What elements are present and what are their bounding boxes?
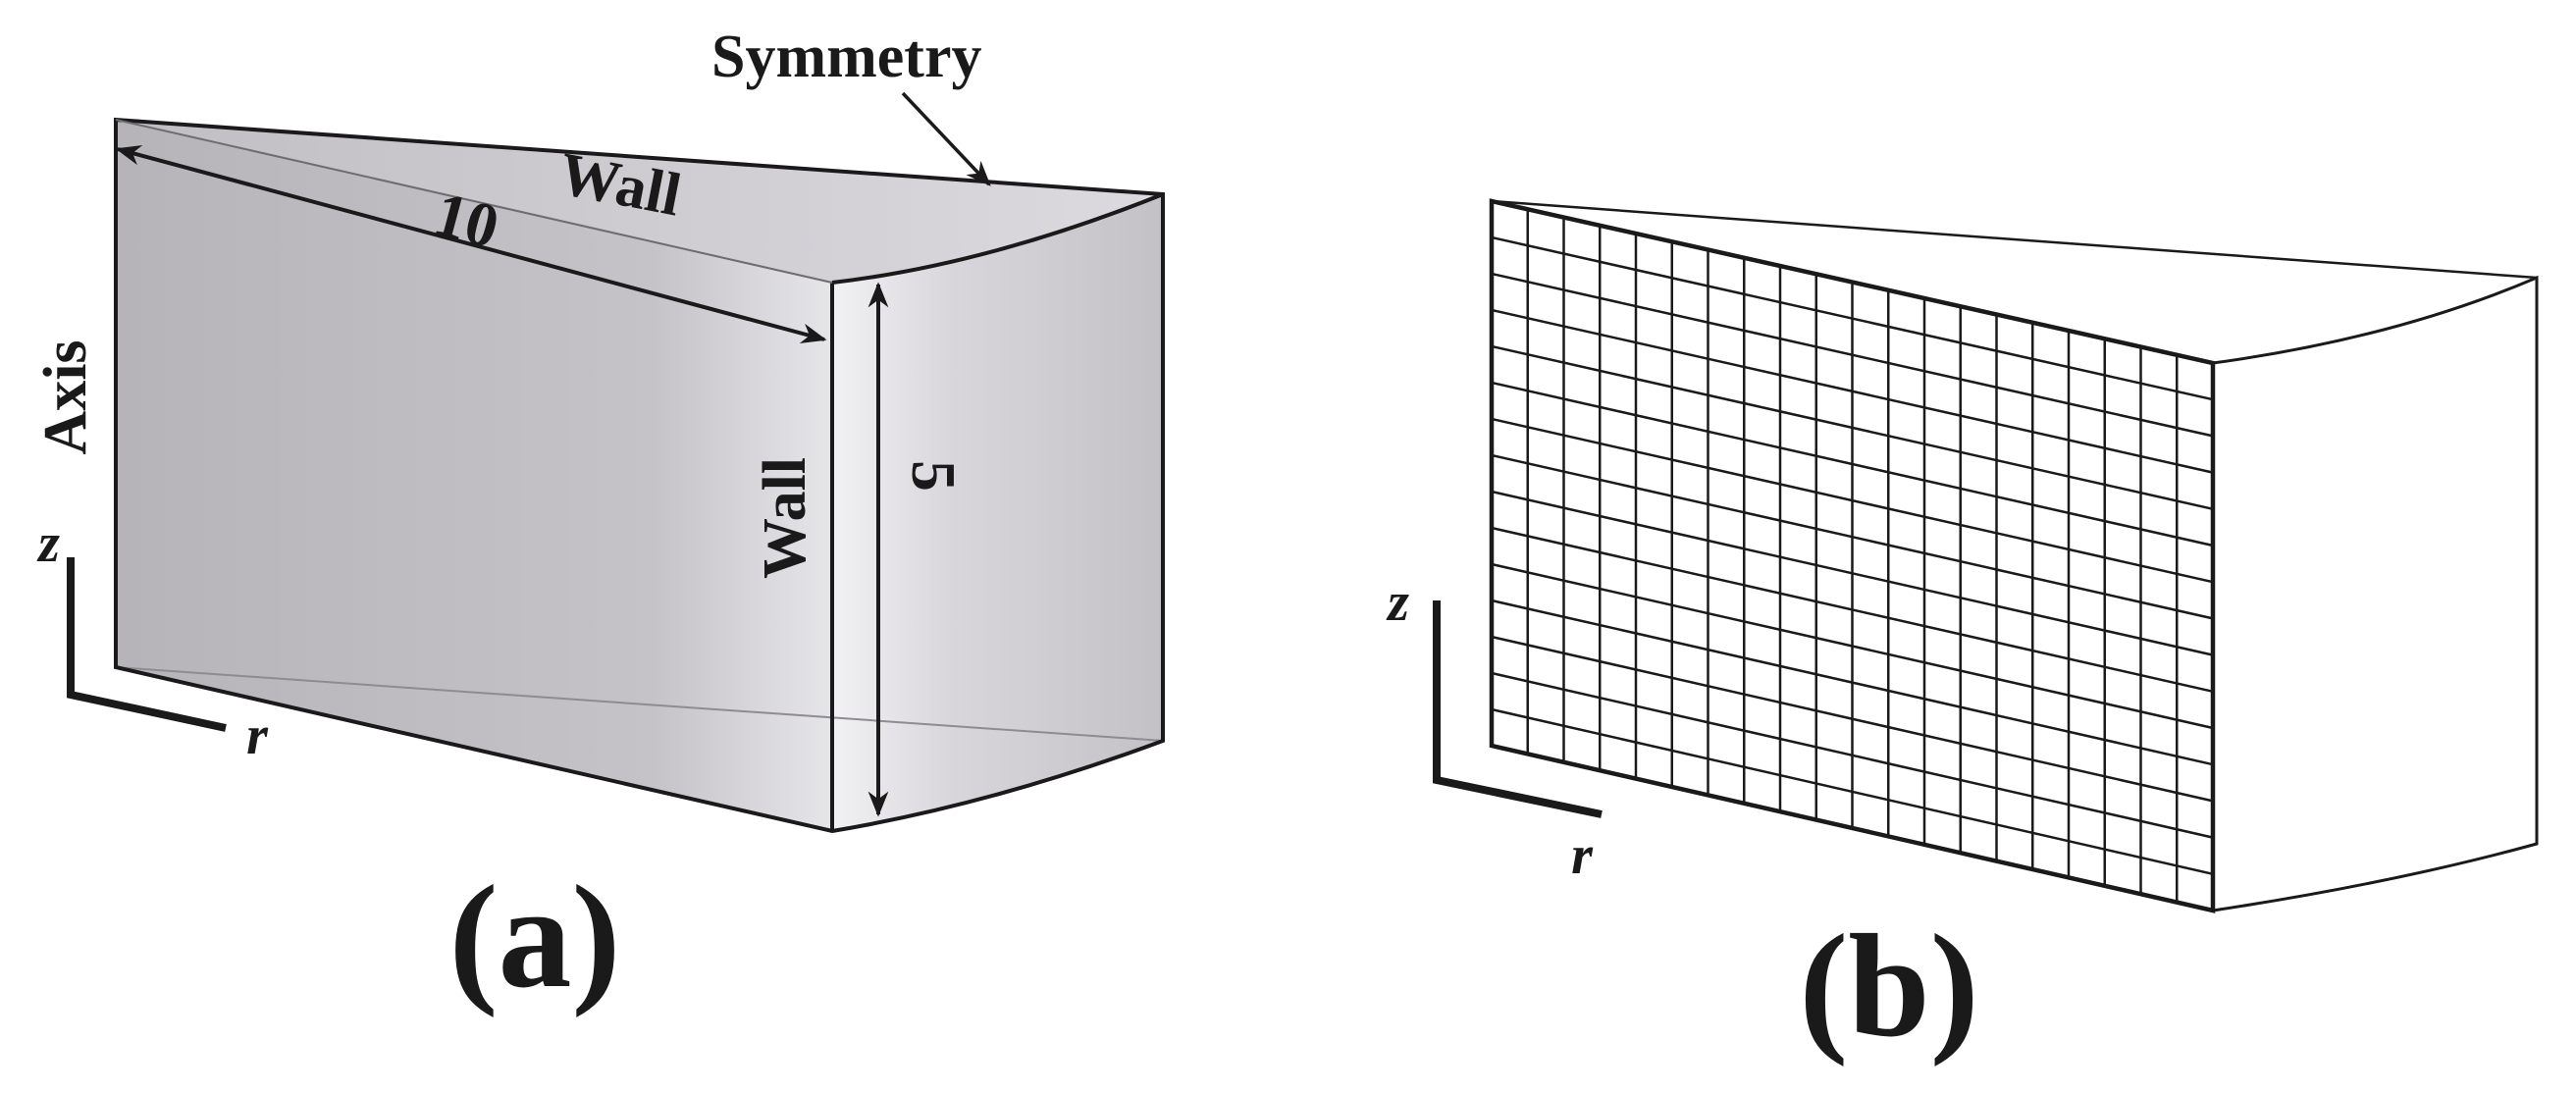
caption-a: (a) (449, 856, 621, 1018)
r-axis-label: r (246, 705, 269, 766)
z-axis-label-b: z (1386, 572, 1409, 633)
mesh-row-line (1491, 453, 2214, 620)
mesh-row-line (1491, 490, 2214, 656)
mesh-row-line (1491, 235, 2214, 401)
mesh-row-line (1491, 671, 2214, 839)
panel-a: 10 5 Wall Wall Axis Symmetry z r (a) (32, 24, 1165, 1018)
mesh-row-line (1491, 635, 2214, 803)
mesh-grid (1491, 209, 2214, 903)
z-axis-label: z (36, 513, 60, 574)
mesh-front-outline (1489, 198, 2216, 913)
mesh-row-line (1491, 381, 2214, 547)
mesh-row-line (1491, 272, 2214, 438)
mesh-row-line (1491, 417, 2214, 584)
caption-b: (b) (1799, 905, 1978, 1068)
axis-label: Axis (32, 339, 99, 454)
coordinate-axes (67, 557, 227, 732)
mesh-row-line (1491, 599, 2214, 766)
height-label: 5 (899, 460, 969, 492)
mesh-row-line (1491, 344, 2214, 511)
mesh-row-line (1491, 707, 2214, 876)
r-axis-label-b: r (1571, 825, 1594, 886)
symmetry-label: Symmetry (711, 24, 981, 90)
hidden-bottom-edge (115, 666, 1164, 742)
body-outline (114, 117, 1165, 834)
coordinate-axes-b (1433, 600, 1603, 818)
wall-side-label: Wall (752, 457, 818, 579)
top-curved-edge (831, 192, 1164, 285)
mesh-row-line (1491, 526, 2214, 694)
symmetry-pointer-arrow (901, 91, 991, 186)
length-dimension-arrow (115, 145, 827, 343)
mesh-row-line (1491, 308, 2214, 474)
panel-b: z r (b) (1386, 198, 2539, 1068)
mesh-body-side-face (2212, 275, 2539, 912)
side-face (832, 194, 1163, 831)
mesh-row-line (1491, 562, 2214, 730)
mesh-body-top-edge (1491, 199, 2538, 280)
